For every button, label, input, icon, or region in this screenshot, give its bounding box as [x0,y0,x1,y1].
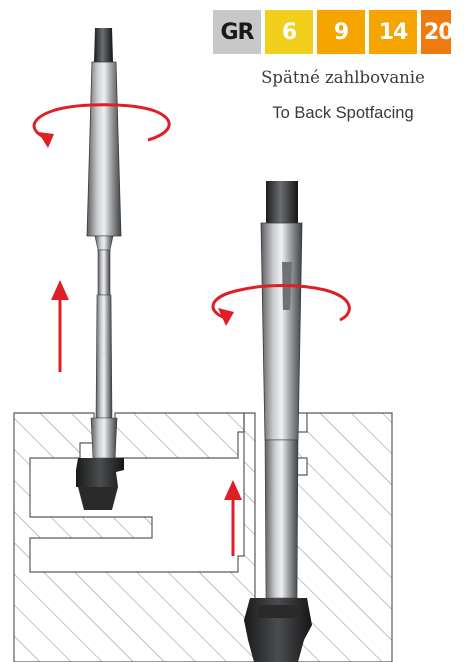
title-slovak: Spätné zahlbovanie [261,68,425,87]
rotation-arrow-icon [32,103,171,148]
grade-badge-row: GR 6 9 14 20 [213,10,451,54]
grade-badge-6: 6 [265,10,313,54]
title-english: To Back Spotfacing [272,104,414,122]
grade-prefix-badge: GR [213,10,261,54]
grade-badge-20: 20 [421,10,451,54]
feed-direction-arrow-icon [224,480,242,556]
right-back-spotfacing-tool [244,181,312,662]
feed-direction-arrow-icon [51,280,69,372]
grade-badge-9: 9 [317,10,365,54]
workpiece-section [13,412,393,662]
grade-badge-14: 14 [369,10,417,54]
rotation-arrow-icon [211,284,351,326]
